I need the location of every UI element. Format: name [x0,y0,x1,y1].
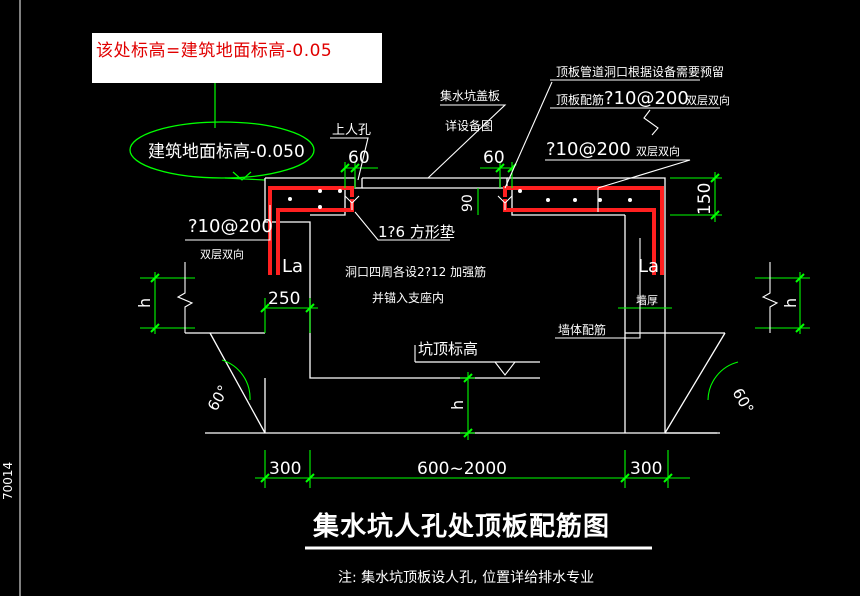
rebar-left: ?10@200 [188,216,273,237]
dim-60-left: 60 [348,148,370,168]
opening-note-2-suffix: 双层双向 [686,93,730,107]
wall-rebar: 墙体配筋 [558,322,606,337]
angle-left: 60° [204,382,233,414]
dim-span: 600~2000 [417,459,507,479]
dim-300-left: 300 [269,459,301,479]
floor-level-label: 建筑地面标高-0.050 [148,142,305,162]
pit-top-marker [494,361,516,376]
dim-90: 90 [460,194,476,212]
edge-rebar-2: 并锚入支座内 [372,290,444,305]
leader-lines [185,79,720,362]
dimension-ticks [150,163,805,483]
rebar-left-suffix: 双层双向 [200,247,244,261]
opening-note-2-rebar: ?10@200 [604,88,689,109]
break-symbols [176,109,779,333]
right-rebar-bottom [503,199,656,275]
right-rebar-top [503,186,664,275]
rebar-dots [288,189,632,209]
mortar-label: 1?6 方形垫 [378,223,455,241]
pit-top-level: 坑顶标高 [418,340,478,358]
elevation-note-box: 该处标高=建筑地面标高-0.05 [92,33,382,83]
rebar-right: ?10@200 [546,139,631,160]
la-left: La [282,256,303,277]
side-text: 70014 [1,462,15,500]
cover-label-2: 详设备图 [445,118,493,133]
opening-note-2-prefix: 顶板配筋 [556,92,604,107]
angle-right: 60° [729,385,758,417]
dim-150: 150 [695,183,715,215]
dim-250: 250 [268,289,300,309]
wall-thickness: 墙厚 [636,293,658,307]
manhole-label: 上人孔 [332,123,371,138]
h-right: h [781,298,800,308]
footnote: 注: 集水坑顶板设人孔, 位置详给排水专业 [338,569,594,586]
la-right: La [638,256,659,277]
elevation-note-text: 该处标高=建筑地面标高-0.05 [96,41,333,61]
edge-rebar-1: 洞口四周各设2?12 加强筋 [345,264,486,279]
rebar-hooks [344,188,599,212]
drawing-title: 集水坑人孔处顶板配筋图 [312,511,610,542]
dim-60-right: 60 [483,148,505,168]
rebar-right-suffix: 双层双向 [636,144,680,158]
floor-level-ellipse [129,121,315,179]
opening-note-1: 顶板管道洞口根据设备需要预留 [556,64,724,79]
h-left: h [135,298,154,308]
floor-level-marker [224,171,266,181]
h-center: h [448,400,467,410]
dim-300-right: 300 [630,459,662,479]
cover-label-1: 集水坑盖板 [440,88,500,103]
